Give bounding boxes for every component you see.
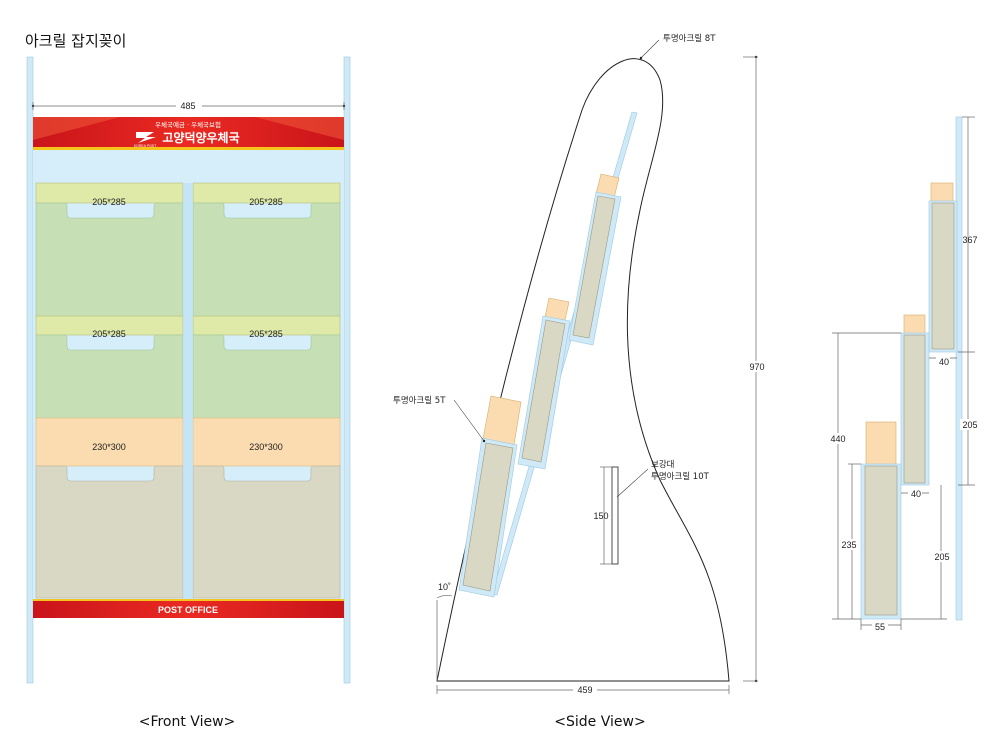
dim-205-right: 205	[962, 420, 977, 430]
brace-label-2: 투명아크릴 10T	[651, 471, 710, 482]
svg-text:KOREA POST: KOREA POST	[134, 144, 157, 148]
detail-pocket-top	[928, 182, 958, 353]
height-dimension: 970	[743, 55, 768, 683]
pocket-row-2: 205*285 205*285	[35, 315, 341, 421]
base-dimension: 459	[436, 685, 730, 696]
dim-55: 55	[875, 622, 885, 632]
angle-label: 10˚	[438, 582, 451, 592]
detail-pocket-bottom	[860, 421, 902, 620]
front-view-caption: <Front View>	[139, 714, 236, 730]
footer-label: POST OFFICE	[158, 605, 218, 615]
detail-view: 367 40 205 440 40 205	[828, 116, 980, 632]
pocket-size-label: 205*285	[92, 329, 126, 339]
dim-367: 367	[962, 235, 977, 245]
pocket-size-label: 230*300	[92, 442, 126, 452]
brace-dim-label: 150	[593, 511, 608, 521]
left-acrylic-post	[26, 56, 34, 684]
detail-pocket-middle	[900, 314, 930, 486]
pocket-right-1: 205*285	[192, 182, 341, 319]
pocket-left-1: 205*285	[35, 182, 184, 319]
side-view-caption: <Side View>	[554, 714, 645, 730]
banner-brand: 고양덕양우체국	[162, 130, 239, 145]
side-pocket-bottom	[458, 395, 522, 598]
page-title: 아크릴 잡지꽂이	[25, 32, 127, 50]
side-pocket-middle	[517, 297, 571, 470]
pocket-row-1: 205*285 205*285	[35, 182, 341, 319]
top-acrylic-label: 투명아크릴 8T	[663, 33, 716, 44]
detail-dimensions: 367 40 205 440 40 205	[828, 116, 980, 632]
pocket-size-label: 205*285	[249, 197, 283, 207]
brace-label-1: 보강대	[651, 459, 674, 470]
banner-subtitle: 우체국예금 · 우체국보험	[155, 120, 221, 129]
front-width-label: 485	[180, 101, 195, 111]
dim-40-mid: 40	[911, 489, 921, 499]
center-divider	[183, 183, 193, 599]
side-view: 150 보강대 투명아크릴 10T 투명아크릴 8T 투명아크릴 5T 10˚ …	[393, 33, 768, 730]
top-banner: 우체국예금 · 우체국보험 KOREA POST 고양덕양우체국	[33, 117, 344, 150]
footer-banner: POST OFFICE	[33, 599, 344, 618]
pocket-right-2: 205*285	[192, 315, 341, 421]
dim-40-top: 40	[939, 357, 949, 367]
side-panel-outline	[436, 58, 730, 682]
detail-back-plate	[955, 116, 963, 621]
height-dim-label: 970	[749, 362, 764, 372]
base-dim-label: 459	[577, 685, 592, 695]
korea-post-logo-icon: KOREA POST	[134, 132, 157, 148]
pocket-right-3: 230*300	[192, 417, 341, 599]
front-width-dimension: 485	[31, 100, 346, 111]
dim-205-lower: 205	[934, 552, 949, 562]
left-acrylic-label: 투명아크릴 5T	[393, 395, 446, 406]
brace-dimension: 150	[593, 466, 612, 565]
pocket-left-3: 230*300	[35, 417, 184, 599]
top-leader-line	[640, 39, 660, 59]
pocket-size-label: 230*300	[249, 442, 283, 452]
right-acrylic-post	[343, 56, 351, 684]
brace-leader-line	[616, 468, 649, 498]
brace-bar	[611, 466, 619, 565]
pocket-size-label: 205*285	[249, 329, 283, 339]
dim-440: 440	[830, 434, 845, 444]
front-view: 485 우체국예금 · 우체국보험 KOREA POST 고양덕양우체국 205…	[26, 56, 351, 730]
pocket-row-3: 230*300 230*300	[35, 417, 341, 599]
dim-235: 235	[841, 540, 856, 550]
pocket-size-label: 205*285	[92, 197, 126, 207]
side-pocket-top	[568, 173, 622, 346]
left-leader-line	[453, 399, 485, 442]
pocket-left-2: 205*285	[35, 315, 184, 421]
